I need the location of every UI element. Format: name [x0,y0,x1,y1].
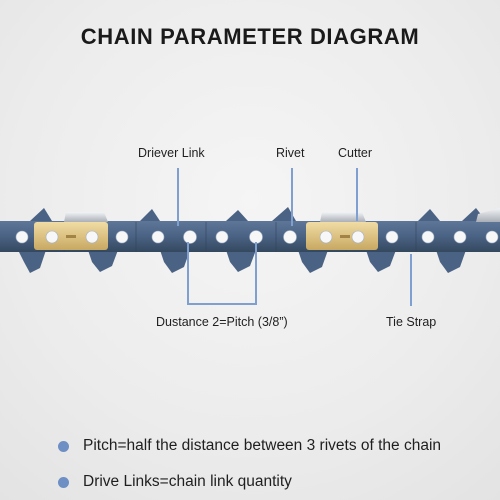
tie-strap-label: Tie Strap [386,315,437,329]
cutter-right [306,212,378,250]
bullet-icon [58,440,69,452]
note-text: Drive Links=chain link quantity [83,473,292,490]
driver-link-label: Driever Link [138,146,205,160]
note-text: Pitch=half the distance between 3 rivets… [83,437,442,454]
tie-strap-chrome [476,208,500,222]
cutter-marks [66,235,350,238]
rivet-label: Rivet [276,146,305,160]
pitch-distance-label: Dustance 2=Pitch (3/8”) [156,315,288,329]
callout-lines [177,168,412,306]
bullet-icon [58,476,69,488]
cutter-label: Cutter [338,146,373,160]
note-item: Drive Links=chain link quantity [58,464,441,500]
note-item: Pitch=half the distance between 3 rivets… [58,428,441,464]
page-title: CHAIN PARAMETER DIAGRAM [80,24,420,49]
rivets [15,230,499,244]
notes-list: Pitch=half the distance between 3 rivets… [58,428,441,500]
drive-link-teeth [18,250,466,273]
chain-top-hooks [30,207,486,221]
